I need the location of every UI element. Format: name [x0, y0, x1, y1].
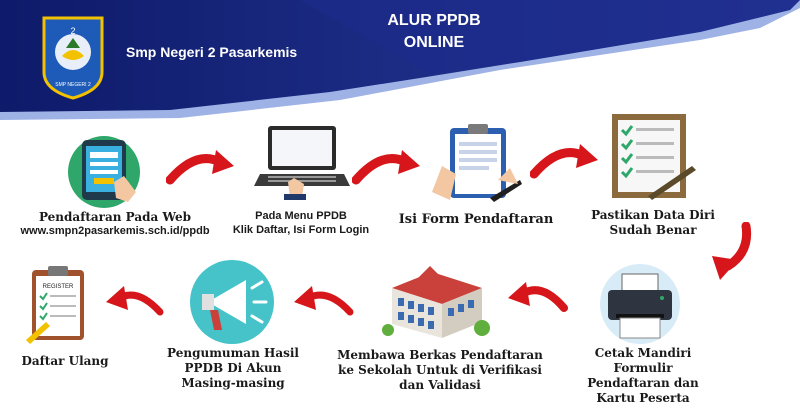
step-8-line1: Daftar Ulang: [21, 354, 109, 368]
step-2-line1: Pada Menu PPDB: [255, 210, 347, 222]
page-title-line2: ONLINE: [403, 34, 465, 51]
step-6-line1: Membawa Berkas Pendaftaran: [337, 348, 543, 362]
arrow-left-icon: [106, 286, 164, 316]
school-logo: 2 SMP NEGERI 2: [40, 14, 106, 100]
step-1-line1: Pendaftaran Pada Web: [38, 210, 192, 224]
register-text: REGISTER: [43, 284, 74, 290]
step-7-label: Pengumuman Hasil PPDB Di Akun Masing-mas…: [148, 346, 318, 391]
step-2-line2: Klik Daftar, Isi Form Login: [232, 223, 370, 236]
tablet-icon: [62, 132, 152, 208]
step-5-line3: Pendaftaran dan: [587, 376, 699, 390]
step-4-label: Pastikan Data Diri Sudah Benar: [578, 208, 728, 238]
logo-caption: SMP NEGERI 2: [55, 82, 91, 88]
step-4-line2: Sudah Benar: [609, 223, 697, 237]
step-3-label: Isi Form Pendaftaran: [386, 212, 566, 228]
laptop-icon: [254, 122, 350, 202]
step-1-label: Pendaftaran Pada Web www.smpn2pasarkemis…: [10, 210, 220, 239]
step-6-line2: ke Sekolah Untuk di Verifikasi: [338, 363, 542, 377]
header-banner: [0, 0, 800, 120]
page-title-line1: ALUR PPDB: [387, 12, 481, 29]
step-3-line1: Isi Form Pendaftaran: [398, 212, 554, 227]
arrow-left-icon: [508, 282, 568, 312]
arrow-right-icon: [352, 150, 420, 185]
step-7-line3: Masing-masing: [181, 376, 285, 390]
step-8-label: Daftar Ulang: [10, 354, 120, 369]
step-5-label: Cetak Mandiri Formulir Pendaftaran dan K…: [578, 346, 708, 406]
arrow-down-icon: [712, 222, 752, 280]
arrow-right-icon: [166, 150, 234, 185]
step-7-line1: Pengumuman Hasil: [167, 346, 299, 360]
megaphone-icon: [188, 258, 276, 344]
school-name: Smp Negeri 2 Pasarkemis: [126, 44, 298, 60]
step-1-line2: www.smpn2pasarkemis.sch.id/ppdb: [20, 225, 210, 237]
step-4-line1: Pastikan Data Diri: [591, 208, 715, 222]
step-5-line2: Formulir: [613, 361, 673, 375]
checklist-icon: [608, 110, 696, 204]
school-building-icon: [382, 258, 492, 344]
arrow-left-icon: [294, 286, 354, 316]
step-7-line2: PPDB Di Akun: [184, 361, 282, 375]
printer-icon: [594, 262, 686, 346]
step-5-line1: Cetak Mandiri: [594, 346, 692, 360]
step-2-label: Pada Menu PPDB Klik Daftar, Isi Form Log…: [226, 210, 376, 238]
clipboard-form-icon: [428, 122, 524, 202]
arrow-right-icon: [530, 144, 598, 179]
step-6-label: Membawa Berkas Pendaftaran ke Sekolah Un…: [320, 348, 560, 393]
step-5-line4: Kartu Peserta: [596, 391, 690, 405]
register-clipboard-icon: REGISTER: [20, 264, 100, 344]
logo-number: 2: [70, 26, 75, 36]
step-6-line3: dan Validasi: [399, 378, 481, 392]
